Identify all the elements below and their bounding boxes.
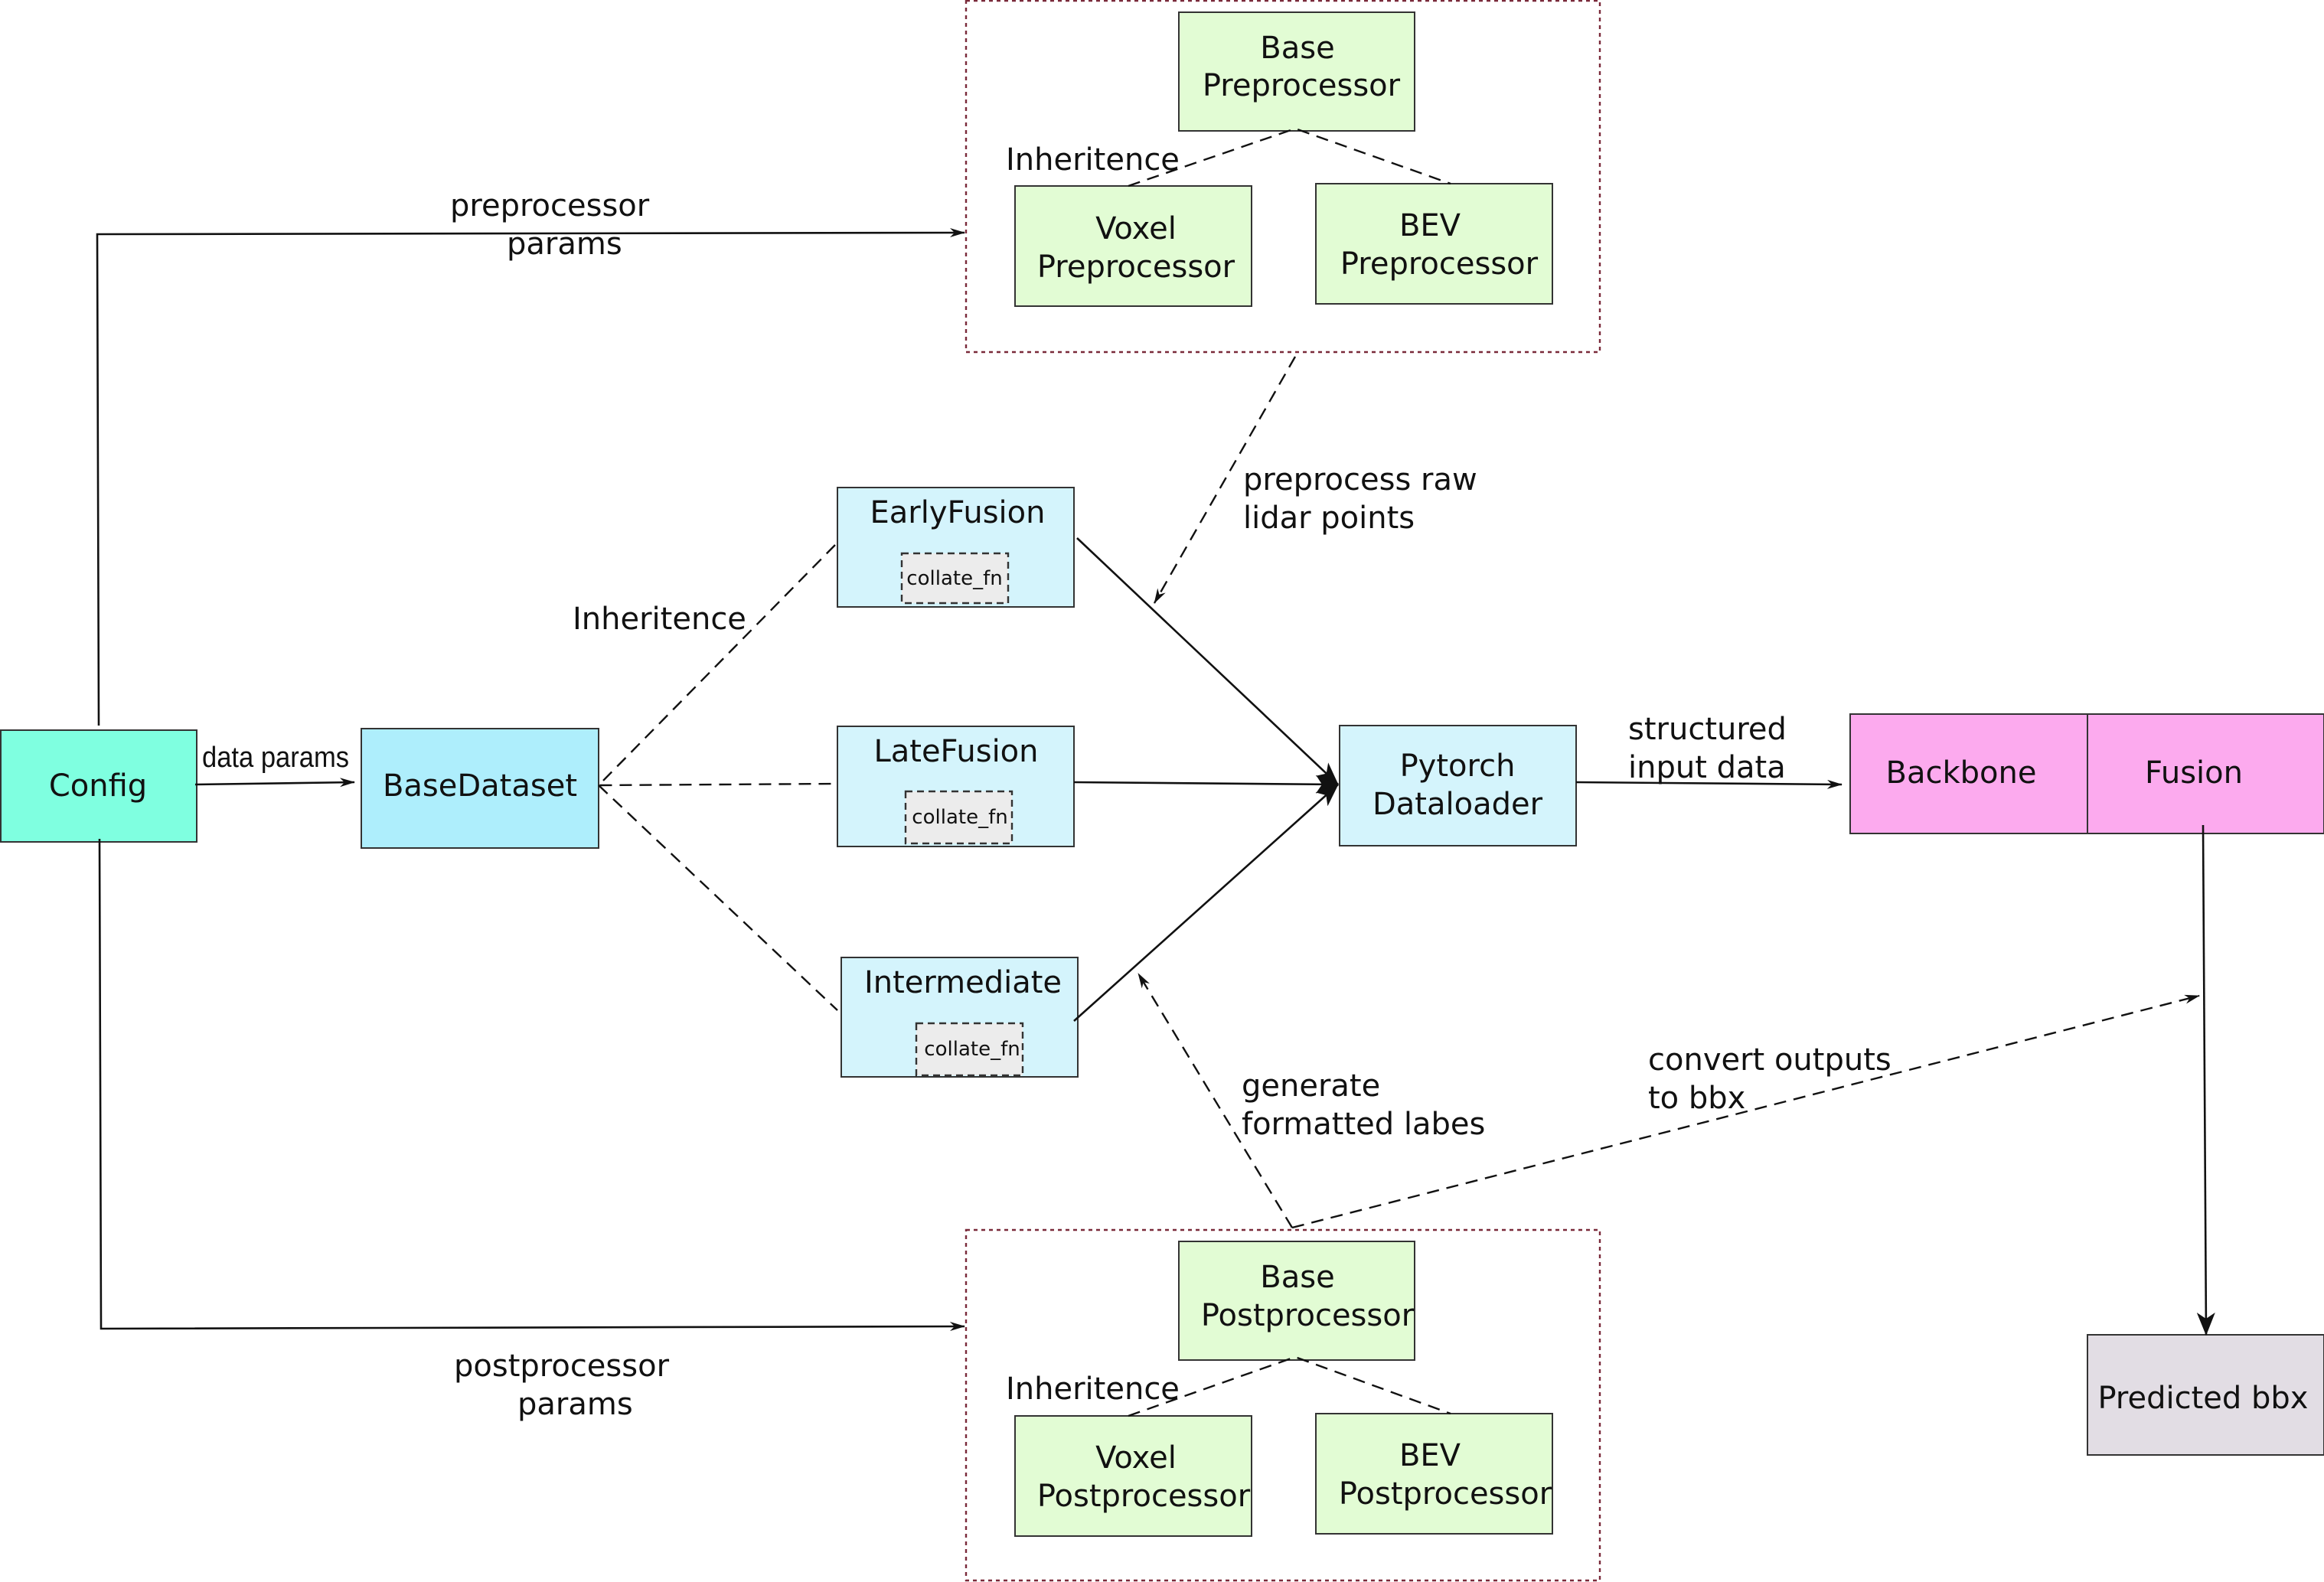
intermediate-label: Intermediate xyxy=(864,965,1062,1000)
config-to-preprocessor-edge xyxy=(96,228,965,726)
bev-preprocessor-label-line2: Preprocessor xyxy=(1340,246,1539,282)
base-dataset-node: BaseDataset xyxy=(361,728,599,849)
fusion-label: Fusion xyxy=(2145,755,2243,791)
config-node: Config xyxy=(0,729,197,843)
base-preprocessor-label-line2: Preprocessor xyxy=(1203,68,1401,103)
voxel-postprocessor-node: Voxel Postprocessor xyxy=(1014,1415,1252,1537)
generate-labels-label-line1: generate xyxy=(1242,1068,1380,1104)
late-fusion-collate-fn xyxy=(904,790,1013,845)
base-postprocessor-label-line2: Postprocessor xyxy=(1201,1298,1415,1333)
fusion-node: Fusion xyxy=(2087,713,2324,834)
voxel-preprocessor-label-line2: Preprocessor xyxy=(1037,250,1235,285)
preprocessor-inheritance-label: Inheritence xyxy=(1006,142,1180,178)
dataset-inheritance-edges xyxy=(596,544,838,1011)
dataloader-to-backbone-edge xyxy=(1575,779,1843,789)
predicted-bbx-label: Predicted bbx xyxy=(2098,1381,2309,1416)
voxel-preprocessor-node: Voxel Preprocessor xyxy=(1014,185,1252,307)
convert-outputs-label-line2: to bbx xyxy=(1648,1081,1745,1116)
backbone-node: Backbone xyxy=(1849,713,2088,834)
convert-outputs-label-line1: convert outputs xyxy=(1648,1042,1892,1078)
bev-preprocessor-node: BEV Preprocessor xyxy=(1315,183,1553,305)
preprocessor-to-early-fusion-edge xyxy=(1153,356,1297,604)
voxel-postprocessor-label-line2: Postprocessor xyxy=(1037,1479,1251,1514)
preprocessor-params-label-line2: params xyxy=(507,227,622,262)
base-preprocessor-node: Base Preprocessor xyxy=(1178,11,1415,132)
early-fusion-collate-fn-label: collate_fn xyxy=(906,567,1002,590)
base-preprocessor-label-line1: Base xyxy=(1260,31,1334,66)
config-to-dataset-edge xyxy=(194,778,355,788)
structured-input-label-line2: input data xyxy=(1628,750,1786,785)
generate-labels-label-line2: formatted labes xyxy=(1242,1107,1485,1142)
config-to-postprocessor-edge xyxy=(98,838,965,1332)
postprocessor-inheritance-label: Inheritence xyxy=(1006,1372,1180,1407)
preprocessor-params-label-line1: preprocessor xyxy=(450,188,650,223)
backbone-label: Backbone xyxy=(1886,755,2037,791)
dataloader-label-line2: Dataloader xyxy=(1373,787,1543,822)
preprocess-raw-label-line1: preprocess raw xyxy=(1243,462,1477,497)
postprocessor-to-fusion-edge xyxy=(1291,994,2200,1229)
data-params-label: data params xyxy=(202,742,349,774)
early-fusion-to-dataloader-edge xyxy=(1076,537,1339,785)
postprocessor-group-frame xyxy=(965,1228,1601,1582)
preprocess-raw-label-line2: lidar points xyxy=(1243,501,1415,536)
predicted-bbx-node: Predicted bbx xyxy=(2087,1334,2324,1456)
pytorch-dataloader-node: Pytorch Dataloader xyxy=(1339,725,1577,846)
postprocessor-params-label-line1: postprocessor xyxy=(454,1349,670,1384)
bev-preprocessor-label-line1: BEV xyxy=(1399,208,1461,243)
early-fusion-collate-fn xyxy=(900,552,1010,605)
voxel-postprocessor-label-line1: Voxel xyxy=(1095,1440,1177,1476)
postprocessor-to-intermediate-edge xyxy=(1137,973,1294,1228)
dataset-inheritance-label: Inheritence xyxy=(573,602,746,637)
base-dataset-label: BaseDataset xyxy=(383,768,577,804)
early-fusion-node: EarlyFusion collate_fn xyxy=(837,487,1075,608)
intermediate-to-dataloader-edge xyxy=(1073,784,1339,1022)
bev-postprocessor-label-line2: Postprocessor xyxy=(1339,1476,1552,1512)
fusion-to-predicted-bbx-edge xyxy=(2196,824,2215,1336)
intermediate-collate-fn xyxy=(915,1022,1024,1077)
bev-postprocessor-label-line1: BEV xyxy=(1399,1438,1461,1473)
base-postprocessor-node: Base Postprocessor xyxy=(1178,1241,1415,1361)
early-fusion-label: EarlyFusion xyxy=(870,495,1046,530)
late-fusion-node: LateFusion collate_fn xyxy=(837,726,1075,847)
preprocessor-group-frame xyxy=(965,0,1601,354)
intermediate-collate-fn-label: collate_fn xyxy=(924,1038,1020,1061)
base-postprocessor-label-line1: Base xyxy=(1260,1260,1334,1295)
postprocessor-params-label-line2: params xyxy=(517,1387,633,1422)
postprocessor-inheritance-edges xyxy=(1128,1355,1451,1417)
voxel-preprocessor-label-line1: Voxel xyxy=(1095,211,1177,246)
preprocessor-inheritance-edges xyxy=(1128,127,1451,188)
bev-postprocessor-node: BEV Postprocessor xyxy=(1315,1413,1553,1535)
intermediate-fusion-node: Intermediate collate_fn xyxy=(840,957,1079,1078)
late-fusion-to-dataloader-edge xyxy=(1073,775,1339,794)
late-fusion-label: LateFusion xyxy=(873,734,1038,769)
late-fusion-collate-fn-label: collate_fn xyxy=(912,806,1007,829)
dataloader-label-line1: Pytorch xyxy=(1400,749,1516,784)
structured-input-label-line1: structured xyxy=(1628,712,1787,747)
config-label: Config xyxy=(49,768,147,804)
